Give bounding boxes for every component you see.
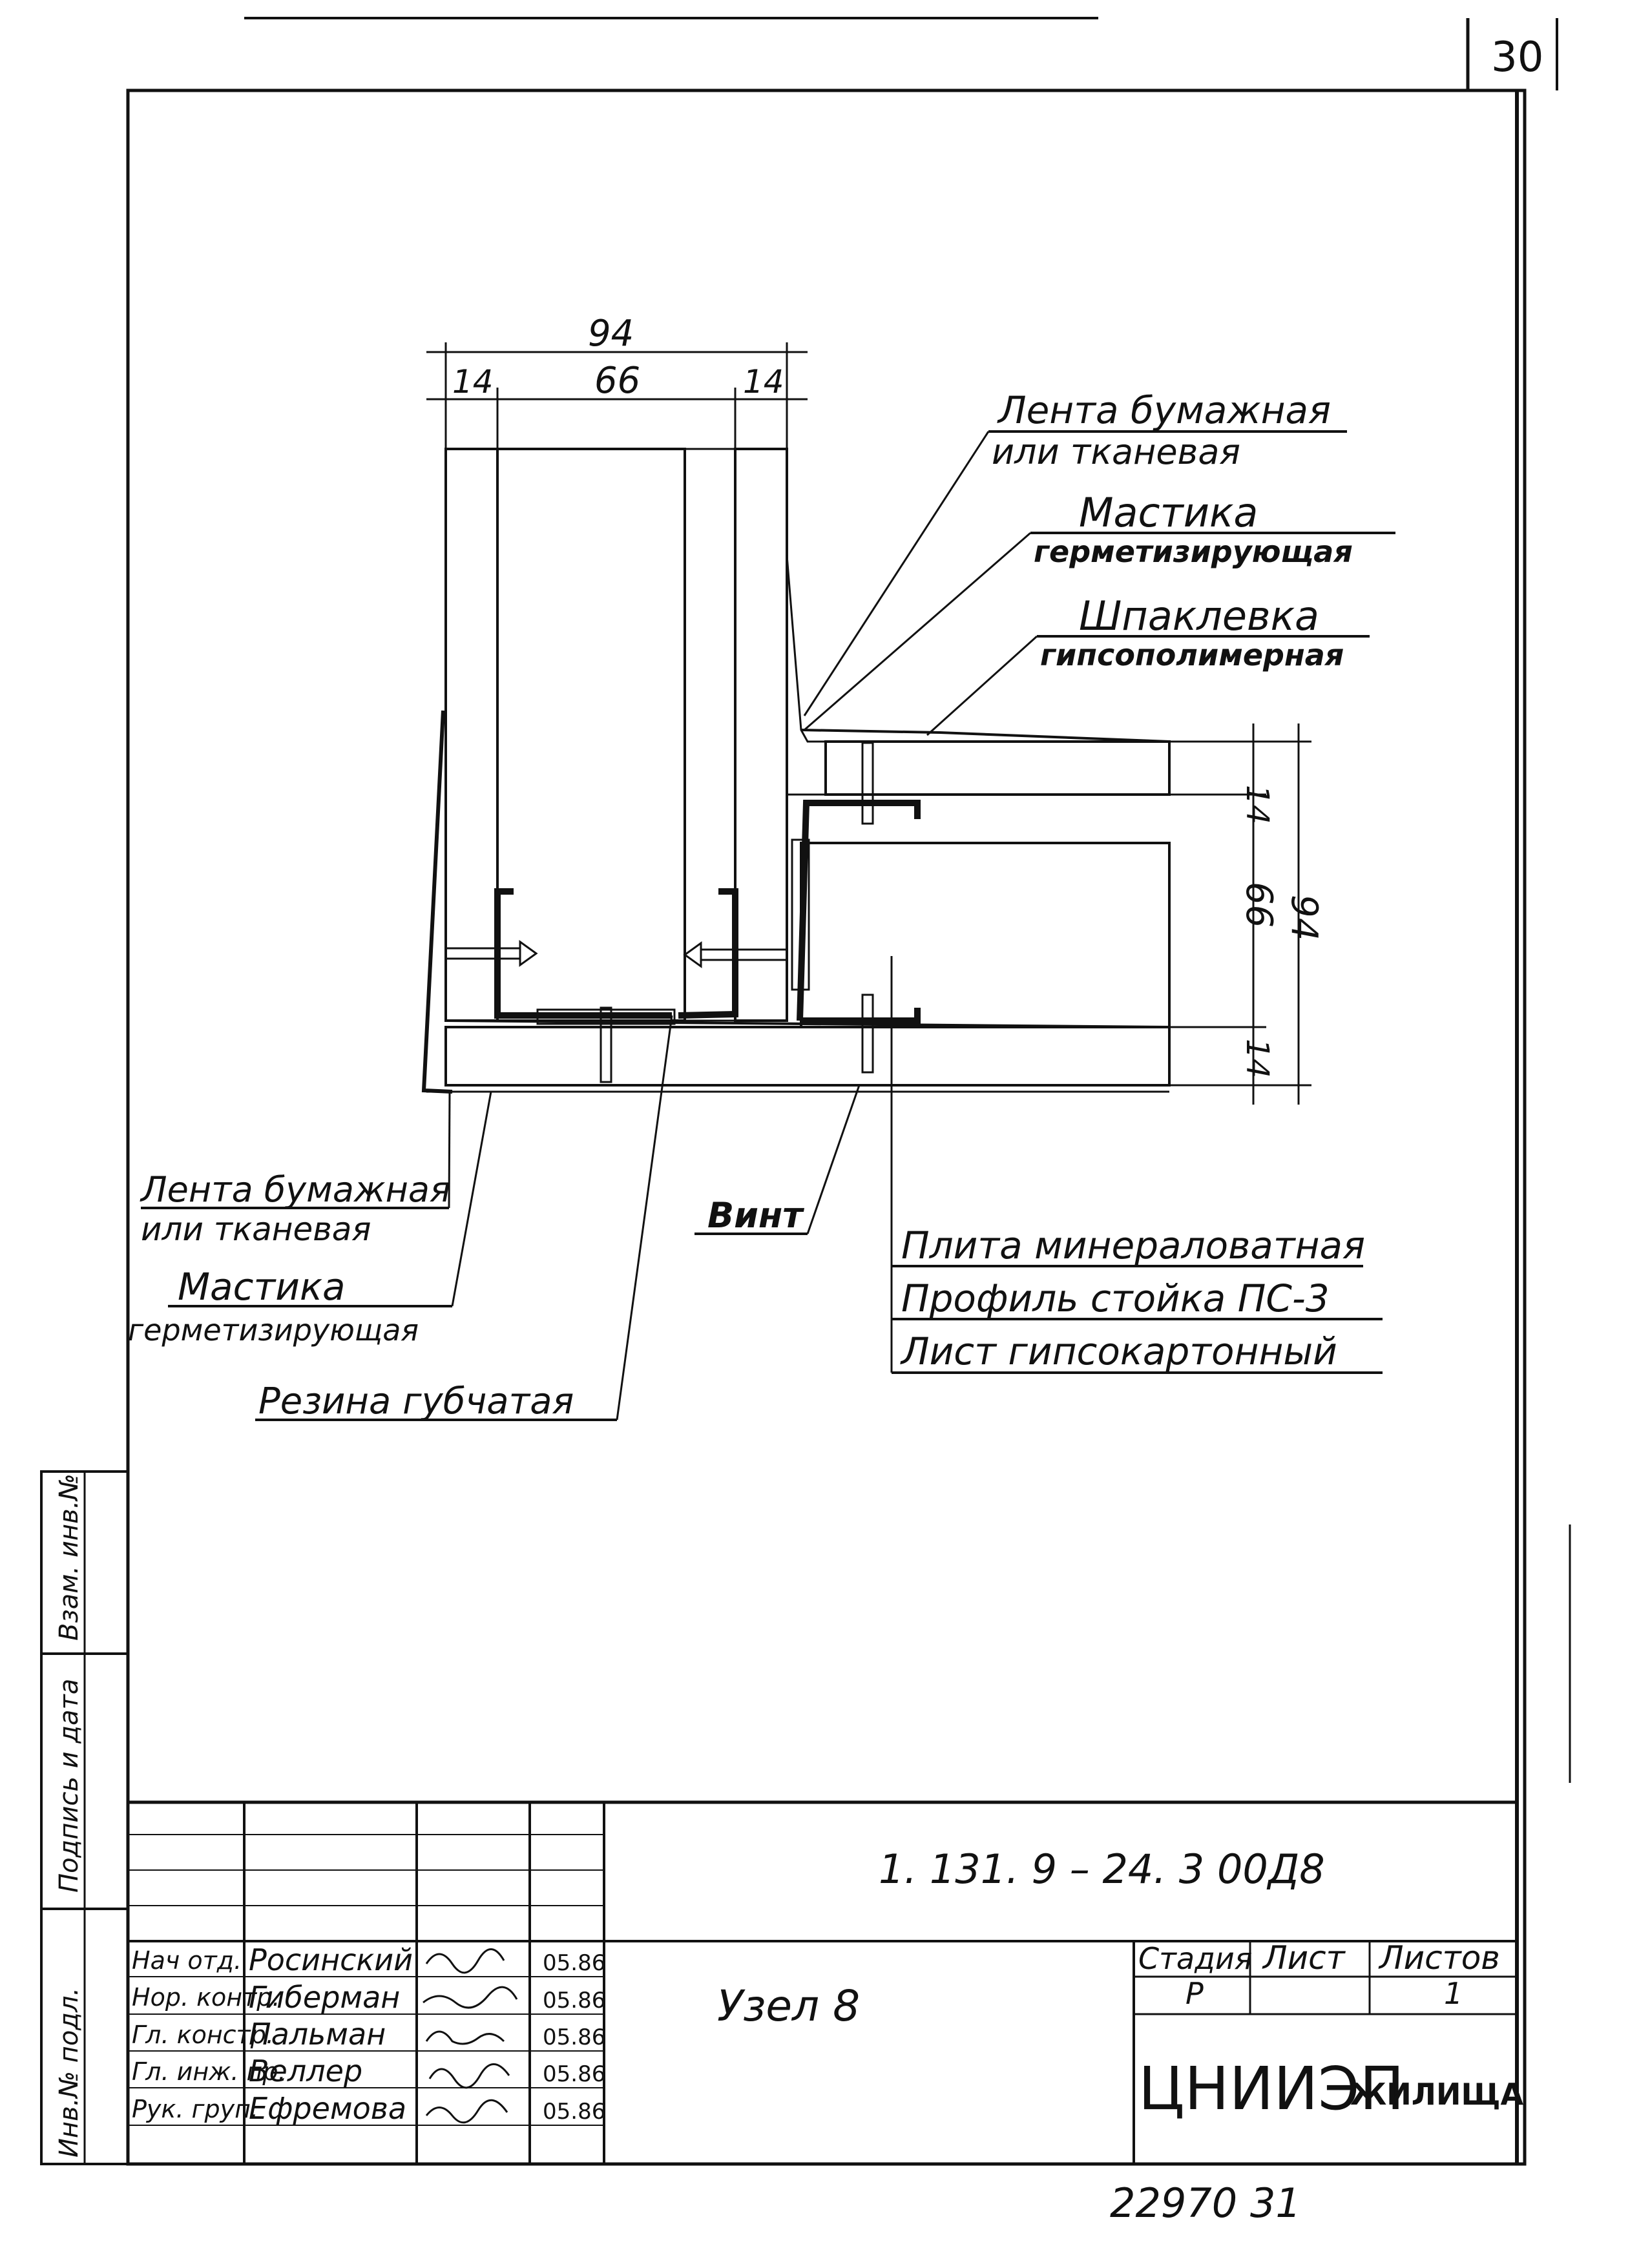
callout-putty-line2: гипсополимерная xyxy=(1040,638,1344,672)
dim-right-bottom: 14 xyxy=(1239,1039,1275,1078)
sheets-header: Листов xyxy=(1378,1939,1500,1977)
row-3-role: Гл. инж. пр. xyxy=(132,2057,286,2086)
row-3-date: 05.86 xyxy=(543,2061,605,2087)
row-0-date: 05.86 xyxy=(543,1950,605,1976)
row-1-name: Гиберман xyxy=(249,1980,400,2015)
header-area: 30 xyxy=(244,17,1558,90)
screw-left xyxy=(444,940,538,967)
dim-top-left: 14 xyxy=(452,363,494,401)
dim-right-top: 14 xyxy=(1239,785,1275,824)
organization-suffix: ЖИЛИЩА xyxy=(1350,2077,1523,2112)
screw-right xyxy=(683,941,788,968)
callout-gypsum-board: Лист гипсокартонный xyxy=(900,1329,1337,1373)
screw-top xyxy=(861,742,874,825)
horizontal-bottom-gypsum-board xyxy=(444,1026,1171,1087)
row-0-name: Росинский xyxy=(249,1942,413,1977)
row-4-name: Ефремова xyxy=(249,2091,406,2126)
page-number: 30 xyxy=(1491,34,1543,81)
drawing-title: Узел 8 xyxy=(717,1981,860,2031)
side-stamp-inv-podl: Инв.№ подл. xyxy=(54,1988,84,2158)
row-0-role: Нач отд. xyxy=(132,1946,242,1975)
callout-screw: Винт xyxy=(707,1195,804,1236)
archive-number: 22970 31 xyxy=(1110,2180,1301,2227)
vertical-air-gap xyxy=(684,448,736,1022)
dim-right-middle: 66 xyxy=(1238,882,1280,928)
row-4-role: Рук. груп. xyxy=(132,2095,258,2123)
dim-top-right: 14 xyxy=(743,363,784,401)
dim-top-total: 94 xyxy=(588,313,634,355)
drawing-frame xyxy=(126,88,1571,2166)
tape-outer-corner xyxy=(421,710,453,1094)
document-code: 1. 131. 9 – 24. 3 00Д8 xyxy=(879,1846,1325,1893)
callout-mastic-top-line2: герметизирующая xyxy=(1034,534,1353,569)
row-4-date: 05.86 xyxy=(543,2099,605,2125)
callouts-bottom-right: Плита минераловатная Профиль стойка ПС-3… xyxy=(890,956,1383,1374)
callout-mastic-top-line1: Мастика xyxy=(1079,489,1258,536)
dim-top-middle: 66 xyxy=(594,360,640,402)
row-3-signature xyxy=(428,2063,510,2089)
steel-profile-right xyxy=(678,888,738,1019)
row-2-date: 05.86 xyxy=(543,2024,605,2050)
top-dimensions: 94 14 66 14 xyxy=(426,313,808,449)
row-2-name: Пальман xyxy=(249,2017,386,2052)
horizontal-top-gypsum-board xyxy=(824,740,1171,796)
row-2-role: Гл. констр. xyxy=(132,2021,274,2049)
side-stamp-vzam-inv: Взам. инв.№ xyxy=(54,1473,84,1641)
dim-right-total: 94 xyxy=(1283,895,1325,941)
row-3-name: Веллер xyxy=(249,2054,362,2088)
callout-tape-top-line2: или тканевая xyxy=(992,432,1240,472)
vertical-left-gypsum-board xyxy=(444,448,499,1022)
row-0-signature xyxy=(425,1948,505,1974)
sheets-value: 1 xyxy=(1444,1976,1463,2011)
callout-tape-left-line1: Лента бумажная xyxy=(140,1169,450,1210)
vertical-right-gypsum-board xyxy=(734,448,788,1022)
horizontal-mineral-wool xyxy=(800,842,1171,1028)
vertical-mineral-wool xyxy=(496,448,686,1022)
row-4-signature xyxy=(425,2099,508,2124)
screw-bottom-right xyxy=(861,994,874,1074)
stage-header: Стадия xyxy=(1138,1941,1252,1976)
callouts-right: Лента бумажная или тканевая Мастика герм… xyxy=(803,388,1395,736)
right-dimensions: 14 66 94 14 xyxy=(1169,723,1325,1105)
sheet-header: Лист xyxy=(1262,1939,1346,1977)
putty-fillet xyxy=(786,555,827,796)
callout-tape-top-line1: Лента бумажная xyxy=(997,388,1331,432)
callout-rubber: Резина губчатая xyxy=(258,1380,574,1422)
callout-putty-line1: Шпаклевка xyxy=(1079,592,1319,640)
callout-mineral-wool: Плита минераловатная xyxy=(901,1223,1365,1267)
screw-bottom-left xyxy=(600,1006,612,1083)
side-stamp: Инв.№ подл. Подпись и дата Взам. инв.№ xyxy=(40,1470,129,2165)
side-stamp-podpis-data: Подпись и дата xyxy=(54,1679,84,1893)
title-block: 1. 131. 9 – 24. 3 00Д8 Узел 8 Стадия Лис… xyxy=(128,1800,1523,2164)
callout-mastic-left-line1: Мастика xyxy=(178,1265,346,1309)
row-1-date: 05.86 xyxy=(543,1988,605,2013)
steel-profile-left xyxy=(494,888,672,1019)
stage-value: Р xyxy=(1185,1976,1204,2011)
callout-tape-left-line2: или тканевая xyxy=(141,1211,371,1248)
row-2-signature xyxy=(425,2030,505,2045)
callouts-left: Лента бумажная или тканевая Мастика герм… xyxy=(128,1015,861,1422)
callout-mastic-left-line2: герметизирующая xyxy=(128,1313,419,1347)
callout-profile: Профиль стойка ПС-3 xyxy=(901,1276,1330,1320)
row-1-signature xyxy=(423,1986,518,2009)
row-1-role: Нор. контр. xyxy=(132,1983,280,2012)
organization: ЦНИИЭП xyxy=(1138,2054,1405,2123)
wall-junction-section xyxy=(421,448,1171,1094)
